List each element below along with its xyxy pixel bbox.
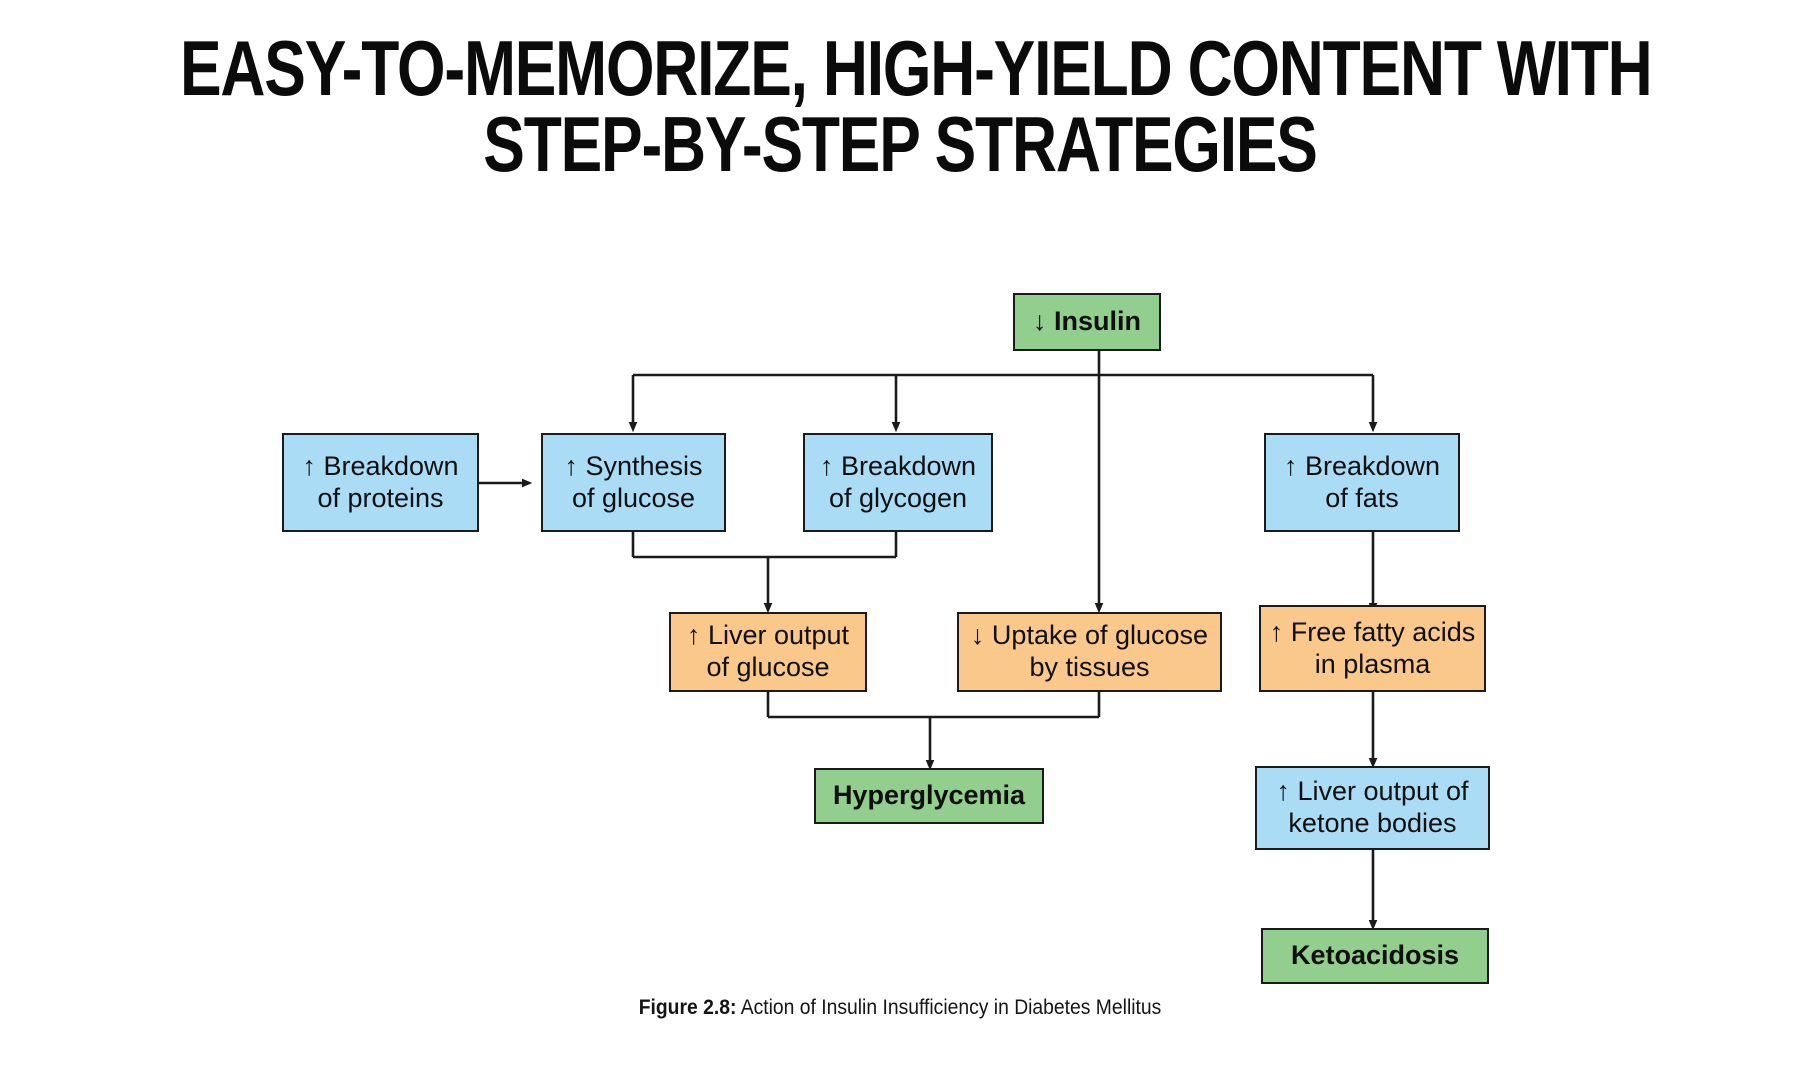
node-breakdown-of-fats[interactable]: ↑ Breakdown of fats	[1264, 433, 1460, 532]
figure-caption-text: Action of Insulin Insufficiency in Diabe…	[736, 996, 1162, 1019]
figure-caption-label: Figure 2.8:	[638, 996, 737, 1019]
title-line-2: STEP-BY-STEP STRATEGIES	[483, 100, 1318, 189]
node-breakdown-of-glycogen[interactable]: ↑ Breakdown of glycogen	[803, 433, 993, 532]
page-title: EASY-TO-MEMORIZE, HIGH-YIELD CONTENT WIT…	[0, 24, 1800, 189]
node-ketoacidosis[interactable]: Ketoacidosis	[1261, 928, 1489, 984]
node-liver-output-of-ketone-bodies[interactable]: ↑ Liver output of ketone bodies	[1255, 766, 1490, 850]
node-uptake-of-glucose[interactable]: ↓ Uptake of glucose by tissues	[957, 612, 1222, 692]
node-synthesis-of-glucose[interactable]: ↑ Synthesis of glucose	[541, 433, 726, 532]
node-liver-output-of-glucose[interactable]: ↑ Liver output of glucose	[669, 612, 867, 692]
node-free-fatty-acids[interactable]: ↑ Free fatty acids in plasma	[1259, 605, 1486, 692]
title-line-1: EASY-TO-MEMORIZE, HIGH-YIELD CONTENT WIT…	[180, 24, 1653, 112]
figure-caption: Figure 2.8: Action of Insulin Insufficie…	[72, 996, 1728, 1020]
node-breakdown-of-proteins[interactable]: ↑ Breakdown of proteins	[282, 433, 479, 532]
node-insulin[interactable]: ↓ Insulin	[1013, 293, 1161, 351]
node-hyperglycemia[interactable]: Hyperglycemia	[814, 768, 1044, 824]
